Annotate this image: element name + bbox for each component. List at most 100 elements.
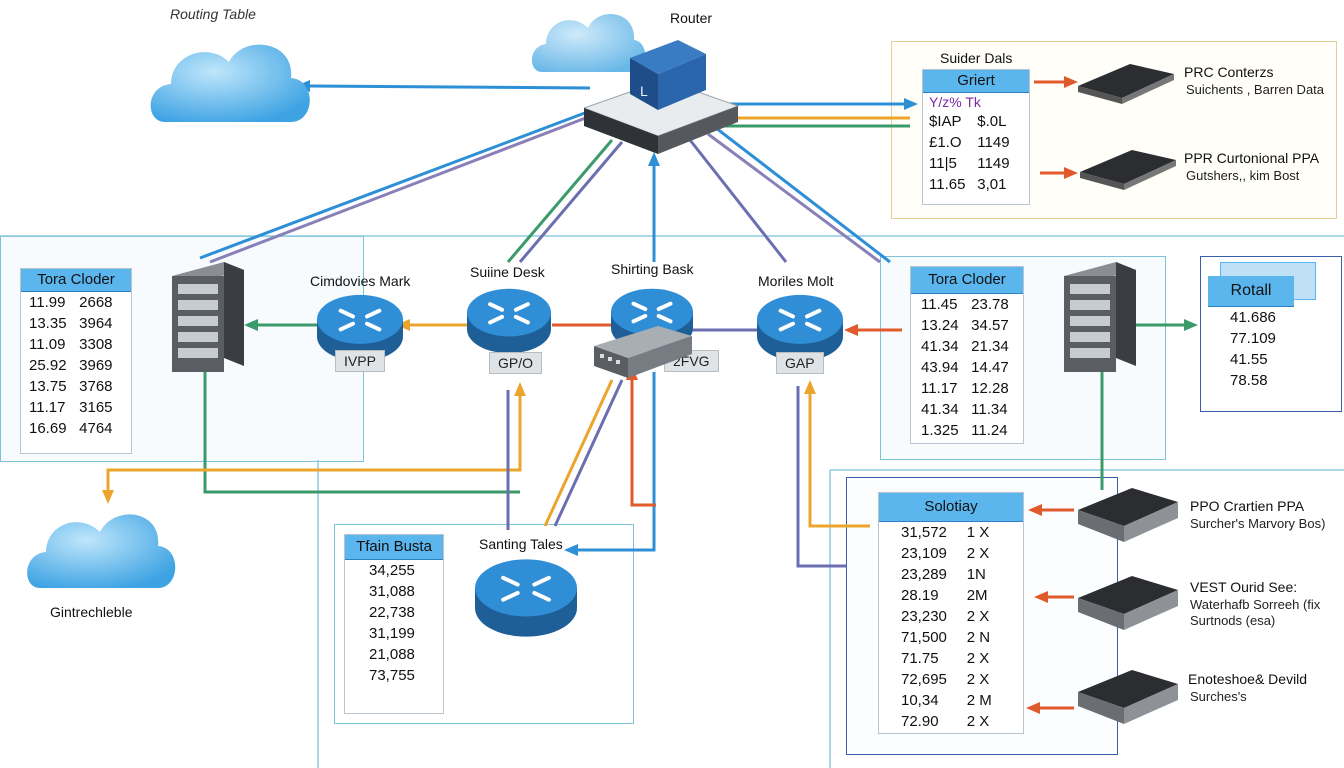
table-cell: 2 M bbox=[966, 692, 992, 709]
list-item: 41.55 bbox=[1230, 351, 1268, 368]
table-row: 11.45 23.78 bbox=[911, 294, 1023, 315]
bottom-center-table-header: Tfain Busta bbox=[345, 535, 443, 560]
router-disc-icon[interactable] bbox=[316, 292, 404, 369]
storage-device-icon bbox=[1078, 666, 1182, 733]
table-cell: 11.24 bbox=[971, 422, 1008, 439]
device-title-2: PPR Curtonional PPA bbox=[1184, 150, 1320, 166]
table-cell: 4764 bbox=[79, 420, 113, 437]
table-row: 16.69 4764 bbox=[21, 418, 131, 439]
table-cell: 1149 bbox=[977, 155, 1010, 172]
table-cell: 41.34 bbox=[921, 401, 959, 418]
svg-text:L: L bbox=[640, 83, 648, 99]
table-cell: 72,695 bbox=[901, 671, 947, 688]
table-cell: 2668 bbox=[79, 294, 113, 311]
table-cell: 34.57 bbox=[971, 317, 1009, 334]
table-cell: 25.92 bbox=[29, 357, 67, 374]
table-cell: 23,289 bbox=[901, 566, 947, 583]
list-item: 22,738 bbox=[369, 604, 415, 621]
device-sub-1: Suichents , Barren Data bbox=[1186, 82, 1325, 97]
table-cell: £1.O bbox=[929, 134, 962, 151]
table-cell: 23.78 bbox=[971, 296, 1009, 313]
table-cell: 10,34 bbox=[901, 692, 939, 709]
table-cell: 11.34 bbox=[971, 401, 1008, 418]
table-cell: $.0L bbox=[977, 113, 1007, 130]
list-item: 78.58 bbox=[1230, 372, 1268, 389]
table-row: 10,34 2 M bbox=[879, 690, 1023, 711]
table-cell: 1149 bbox=[977, 134, 1010, 151]
storage-device-icon bbox=[1078, 58, 1178, 113]
bottom-center-title: Santing Tales bbox=[479, 536, 563, 552]
device-title-3: PPO Crartien PPA bbox=[1190, 498, 1305, 514]
device-title-1: PRC Conterzs bbox=[1184, 64, 1274, 80]
table-cell: 41.34 bbox=[921, 338, 959, 355]
table-row: £1.O 1149 bbox=[923, 132, 1029, 153]
cloud-icon-routing bbox=[145, 24, 315, 144]
router-disc-icon[interactable] bbox=[466, 286, 552, 361]
table-row: 41.34 21.34 bbox=[911, 336, 1023, 357]
table-cell: 11.09 bbox=[29, 336, 66, 353]
node-label-2: Suiine Desk bbox=[470, 264, 545, 280]
table-cell: 11|5 bbox=[929, 155, 957, 172]
table-cell: 23,230 bbox=[901, 608, 947, 625]
table-cell: 23,109 bbox=[901, 545, 947, 562]
table-cell: 14.47 bbox=[971, 359, 1009, 376]
list-item: 21,088 bbox=[369, 646, 415, 663]
router-symbol-icon bbox=[317, 294, 403, 362]
storage-device-icon bbox=[1080, 144, 1180, 199]
right-table-header: Tora Cloder bbox=[911, 267, 1023, 294]
table-cell: 2M bbox=[966, 587, 988, 604]
table-cell: 2 X bbox=[966, 713, 990, 730]
table-cell: 13.75 bbox=[29, 378, 67, 395]
list-item: 31,199 bbox=[369, 625, 415, 642]
node-label-3: Shirting Bask bbox=[611, 261, 694, 277]
node-badge-1: IVPP bbox=[335, 350, 385, 372]
table-cell: 11.45 bbox=[921, 296, 958, 313]
table-cell: 21.34 bbox=[971, 338, 1009, 355]
router-icon[interactable]: L bbox=[582, 36, 744, 165]
table-cell: 2 X bbox=[966, 650, 990, 667]
list-item: 31,088 bbox=[369, 583, 415, 600]
rotall-header: Rotall bbox=[1208, 276, 1294, 307]
router-disc-icon[interactable] bbox=[474, 556, 578, 645]
node-badge-2: GP/O bbox=[489, 352, 543, 374]
table-cell: 13.35 bbox=[29, 315, 67, 332]
router-disc-icon[interactable] bbox=[756, 292, 844, 369]
table-cell: 16.69 bbox=[29, 420, 67, 437]
device-sub-4: Waterhafb Sorreeh (fix bbox=[1190, 597, 1321, 612]
table-row: 23,289 1N bbox=[879, 564, 1023, 585]
cloud-icon-bottom-left bbox=[22, 498, 182, 603]
device-title-4: VEST Ourid See: bbox=[1190, 579, 1298, 595]
table-cell: 11.17 bbox=[29, 399, 66, 416]
router-symbol-icon bbox=[467, 288, 551, 354]
solotiay-header: Solotiay bbox=[879, 493, 1023, 522]
device-sub-5: Surches's bbox=[1190, 689, 1247, 704]
cloud-icon-router bbox=[528, 2, 648, 85]
bottom-left-cloud-label: Gintrechleble bbox=[50, 604, 133, 620]
table-cell: 3964 bbox=[79, 315, 113, 332]
list-item: 41.686 bbox=[1230, 309, 1276, 326]
table-cell: 1N bbox=[966, 566, 986, 583]
switch-icon[interactable] bbox=[594, 322, 694, 387]
device-sub-3: Surcher's Marvory Bos) bbox=[1190, 516, 1326, 531]
table-cell: 3308 bbox=[79, 336, 113, 353]
